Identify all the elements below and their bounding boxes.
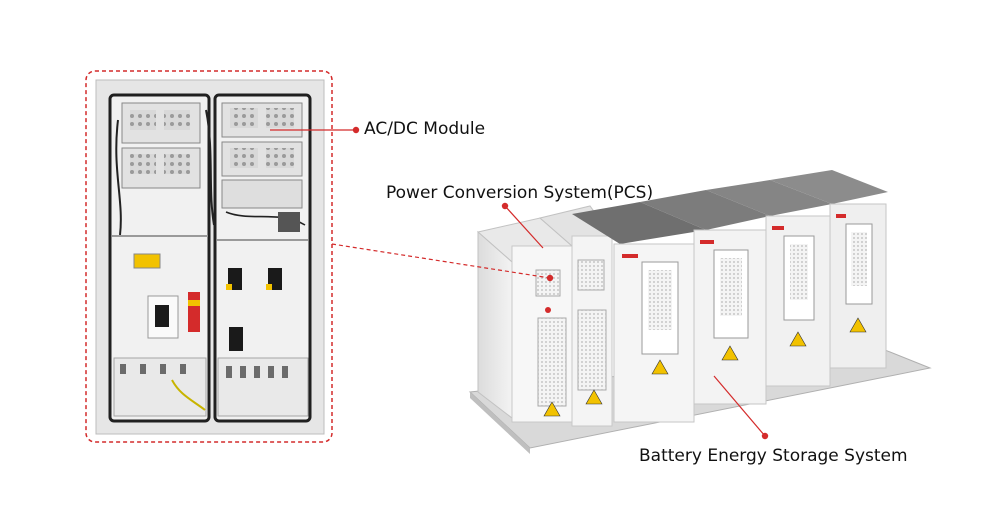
- callout-ac-dc: [270, 126, 360, 134]
- open-cabinet: [95, 79, 325, 435]
- callout-pcs: [501, 202, 544, 249]
- callout-bess: [713, 375, 769, 440]
- detail-frame: [85, 70, 333, 443]
- label-pcs: Power Conversion System(PCS): [386, 183, 654, 203]
- label-bess: Battery Energy Storage System: [639, 446, 908, 466]
- container-row: [468, 170, 932, 454]
- callout-detail-link: [331, 243, 554, 282]
- label-ac-dc-module: AC/DC Module: [364, 119, 486, 139]
